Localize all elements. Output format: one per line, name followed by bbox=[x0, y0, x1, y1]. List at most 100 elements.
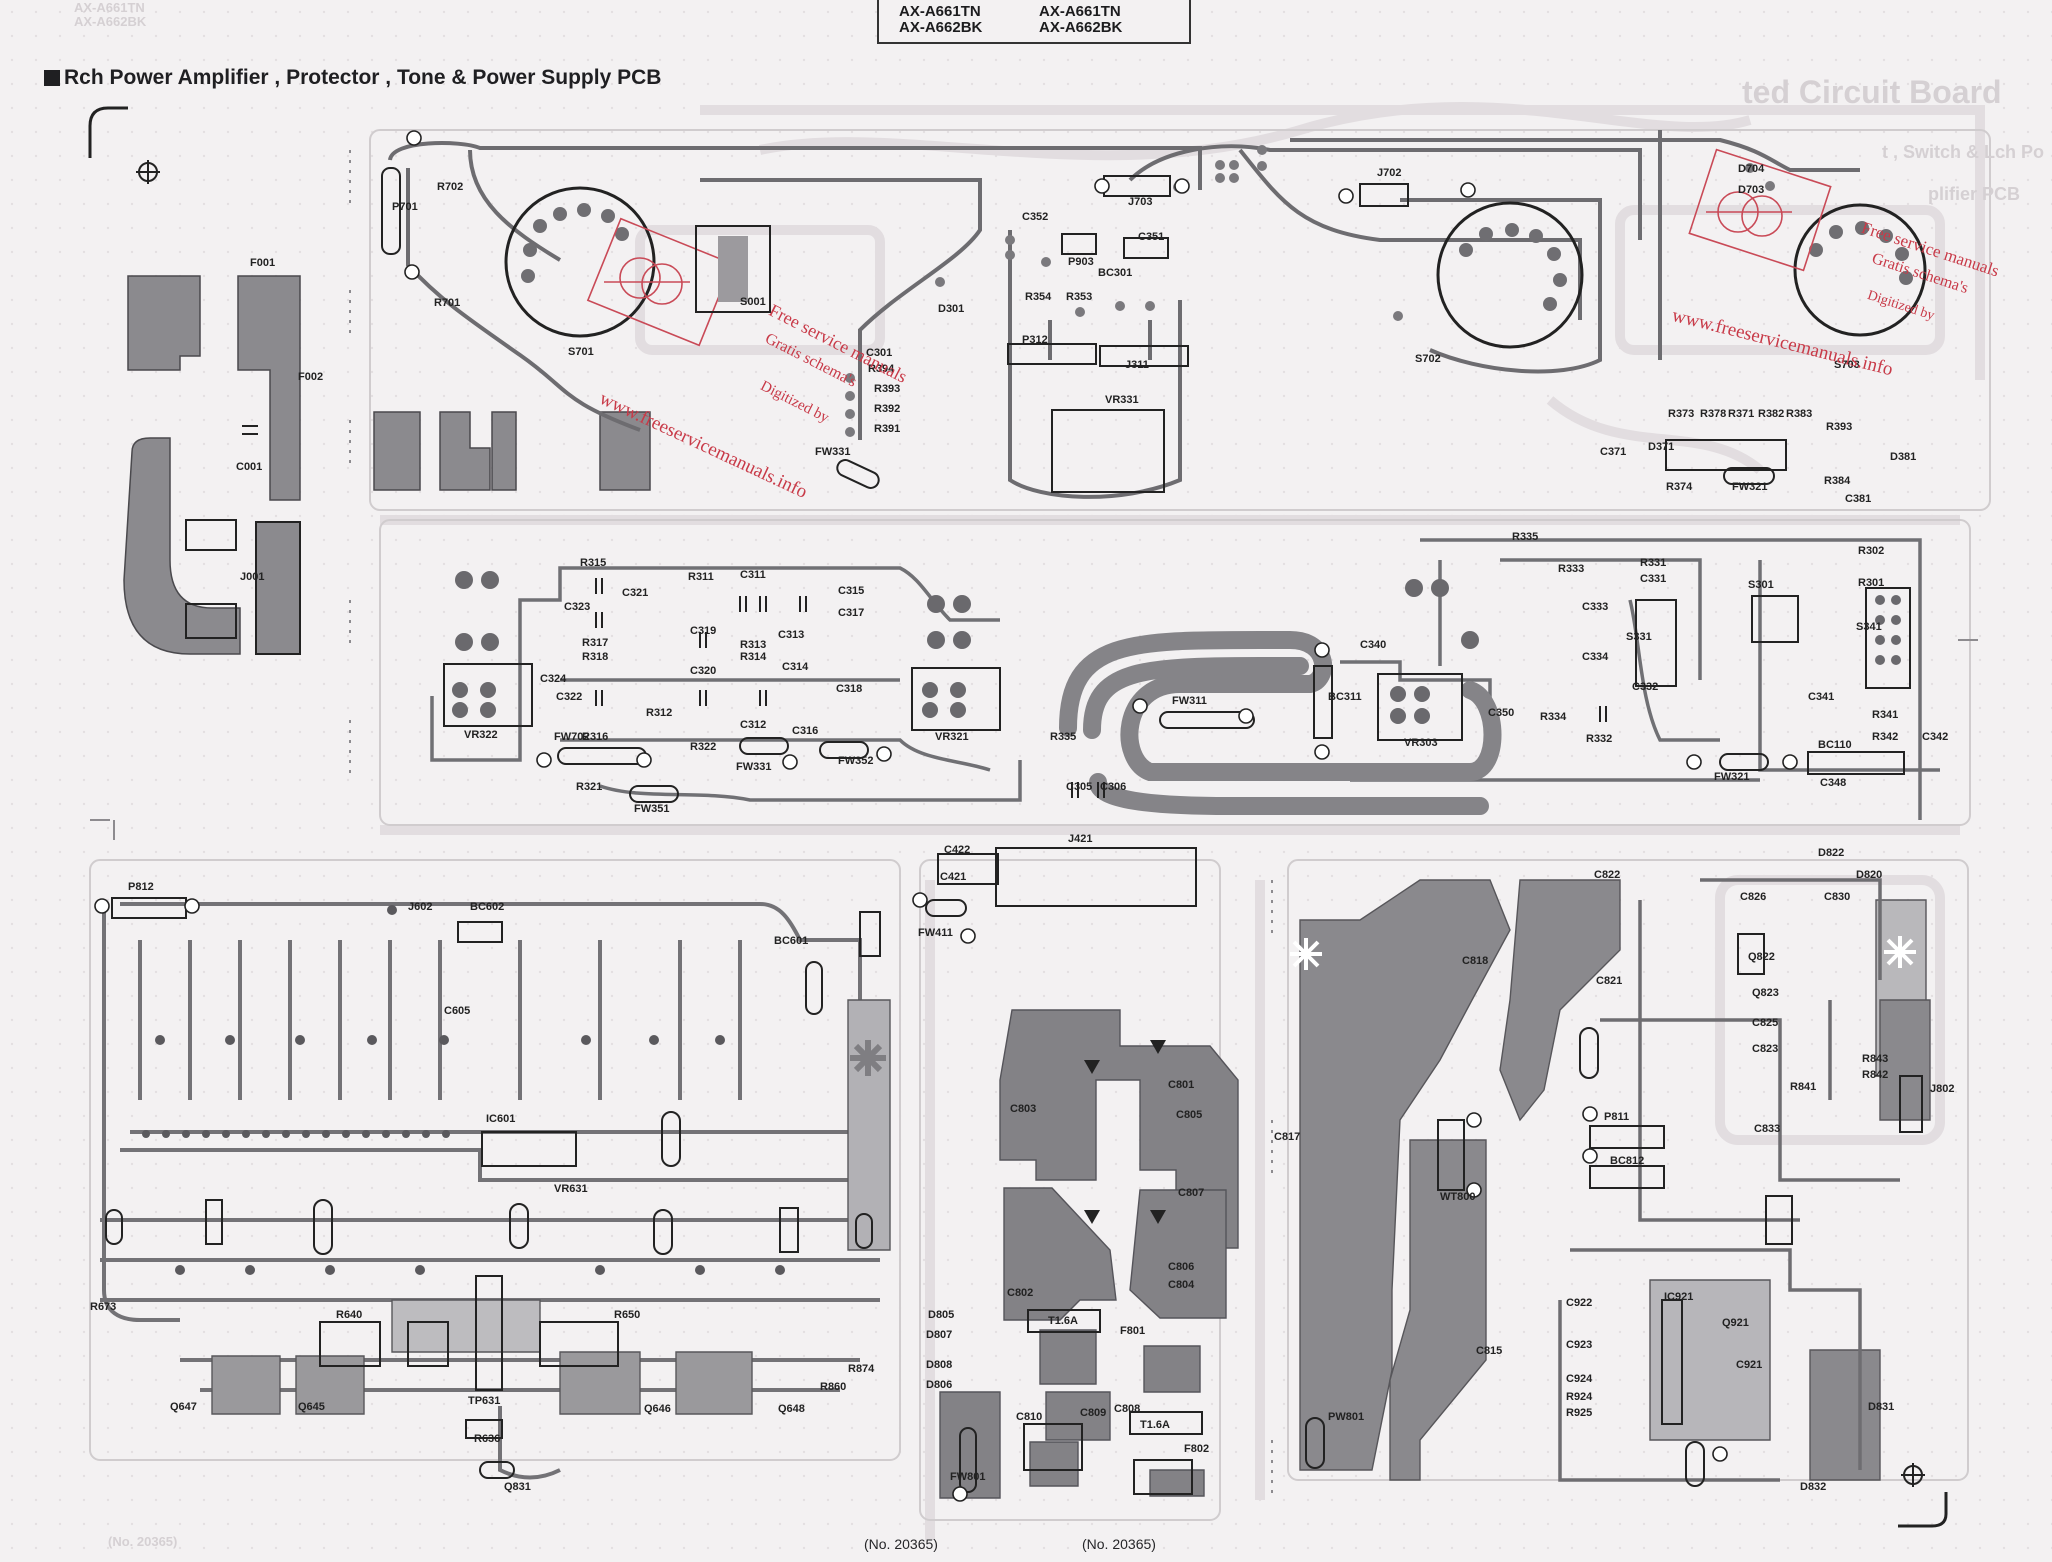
component-designator: D806 bbox=[926, 1379, 952, 1391]
component-designator: WT800 bbox=[1440, 1191, 1475, 1203]
component-designator: Q647 bbox=[170, 1401, 197, 1413]
component-designator: S001 bbox=[740, 296, 766, 308]
component-designator: F801 bbox=[1120, 1325, 1145, 1337]
component-designator: D807 bbox=[926, 1329, 952, 1341]
psu-diodes bbox=[1084, 1040, 1166, 1224]
component-designator: F002 bbox=[298, 371, 323, 383]
component-designator: FW311 bbox=[1172, 695, 1207, 707]
title-bullet-icon bbox=[44, 70, 60, 86]
red-stamps bbox=[586, 148, 1832, 347]
component-designator: R378 bbox=[1700, 408, 1726, 420]
component-designator: C342 bbox=[1922, 731, 1948, 743]
component-designator: Q822 bbox=[1748, 951, 1775, 963]
component-designator: VR322 bbox=[464, 729, 498, 741]
component-designator: C422 bbox=[944, 844, 970, 856]
component-designator: VR331 bbox=[1105, 394, 1139, 406]
component-designator: C305 bbox=[1066, 781, 1092, 793]
component-designator: C818 bbox=[1462, 955, 1488, 967]
component-designator: C808 bbox=[1114, 1403, 1140, 1415]
component-designator: R842 bbox=[1862, 1069, 1888, 1081]
component-designator: C320 bbox=[690, 665, 716, 677]
component-labels: F001F002C001J001R702P701R701S701S001D301… bbox=[90, 163, 1954, 1493]
component-designator: S331 bbox=[1626, 631, 1652, 643]
component-designator: FW702 bbox=[554, 731, 589, 743]
component-designator: T1.6A bbox=[1048, 1315, 1078, 1327]
component-designator: C923 bbox=[1566, 1339, 1592, 1351]
model-number-box: AX-A661TN AX-A662BK AX-A661TN AX-A662BK bbox=[877, 0, 1191, 44]
component-designator: BC601 bbox=[774, 935, 808, 947]
top-parts bbox=[381, 167, 1787, 493]
component-designator: C807 bbox=[1178, 1187, 1204, 1199]
component-designator: C381 bbox=[1845, 493, 1871, 505]
component-designator: C315 bbox=[838, 585, 864, 597]
component-designator: S301 bbox=[1748, 579, 1774, 591]
page-title: Rch Power Amplifier , Protector , Tone &… bbox=[44, 66, 661, 90]
component-designator: FW321 bbox=[1714, 771, 1749, 783]
component-designator: F802 bbox=[1184, 1443, 1209, 1455]
break-marks bbox=[349, 150, 1273, 1500]
component-designator: R301 bbox=[1858, 577, 1884, 589]
component-designator: C815 bbox=[1476, 1345, 1502, 1357]
component-designator: R391 bbox=[874, 423, 900, 435]
component-designator: C371 bbox=[1600, 446, 1626, 458]
component-designator: C334 bbox=[1582, 651, 1609, 663]
component-designator: P812 bbox=[128, 881, 154, 893]
component-designator: C306 bbox=[1100, 781, 1126, 793]
component-designator: D703 bbox=[1738, 184, 1764, 196]
tone-parts bbox=[443, 587, 1911, 803]
psu-parts bbox=[925, 847, 1203, 1495]
component-designator: R701 bbox=[434, 297, 460, 309]
reg-traces bbox=[1558, 878, 1900, 1482]
component-designator: VR303 bbox=[1404, 737, 1438, 749]
component-designator: R322 bbox=[690, 741, 716, 753]
component-designator: R331 bbox=[1640, 557, 1666, 569]
top-traces bbox=[388, 130, 1860, 499]
component-designator: R313 bbox=[740, 639, 766, 651]
amp-star-pad bbox=[850, 1040, 886, 1076]
component-designator: FW352 bbox=[838, 755, 873, 767]
component-designator: R393 bbox=[874, 383, 900, 395]
component-designator: Q831 bbox=[504, 1481, 531, 1493]
component-designator: C319 bbox=[690, 625, 716, 637]
component-designator: C825 bbox=[1752, 1017, 1778, 1029]
component-designator: R373 bbox=[1668, 408, 1694, 420]
component-designator: R342 bbox=[1872, 731, 1898, 743]
component-designator: C922 bbox=[1566, 1297, 1592, 1309]
component-designator: TP631 bbox=[468, 1395, 500, 1407]
component-designator: R334 bbox=[1540, 711, 1567, 723]
edge-marks bbox=[90, 639, 1978, 840]
component-designator: R302 bbox=[1858, 545, 1884, 557]
ghost-board-heading: ted Circuit Board bbox=[1742, 74, 2002, 110]
component-designator: R640 bbox=[336, 1309, 362, 1321]
component-designator: C316 bbox=[792, 725, 818, 737]
component-designator: J703 bbox=[1128, 196, 1152, 208]
component-designator: IC921 bbox=[1664, 1291, 1693, 1303]
component-designator: C332 bbox=[1632, 681, 1658, 693]
ghost-corner-model-1: AX-A661TN bbox=[74, 0, 145, 15]
component-designator: FW321 bbox=[1732, 481, 1767, 493]
component-designator: R333 bbox=[1558, 563, 1584, 575]
component-designator: FW331 bbox=[815, 446, 850, 458]
model-column-left: AX-A661TN AX-A662BK bbox=[899, 4, 1039, 42]
component-designator: C802 bbox=[1007, 1287, 1033, 1299]
component-designator: R393 bbox=[1826, 421, 1852, 433]
component-designator: C805 bbox=[1176, 1109, 1202, 1121]
psu-copper bbox=[939, 1009, 1239, 1499]
component-designator: R318 bbox=[582, 651, 608, 663]
component-designator: C921 bbox=[1736, 1359, 1762, 1371]
component-designator: D704 bbox=[1738, 163, 1765, 175]
component-designator: C830 bbox=[1824, 891, 1850, 903]
component-designator: R312 bbox=[646, 707, 672, 719]
component-designator: R673 bbox=[90, 1301, 116, 1313]
component-designator: R316 bbox=[582, 731, 608, 743]
component-designator: C318 bbox=[836, 683, 862, 695]
component-designator: R354 bbox=[1025, 291, 1052, 303]
component-designator: R332 bbox=[1586, 733, 1612, 745]
component-designator: PW801 bbox=[1328, 1411, 1364, 1423]
component-designator: R874 bbox=[848, 1363, 875, 1375]
component-designator: F001 bbox=[250, 257, 275, 269]
title-text: Rch Power Amplifier , Protector , Tone &… bbox=[64, 66, 662, 89]
component-designator: C331 bbox=[1640, 573, 1666, 585]
component-designator: C311 bbox=[740, 569, 766, 581]
component-designator: FW351 bbox=[634, 803, 669, 815]
